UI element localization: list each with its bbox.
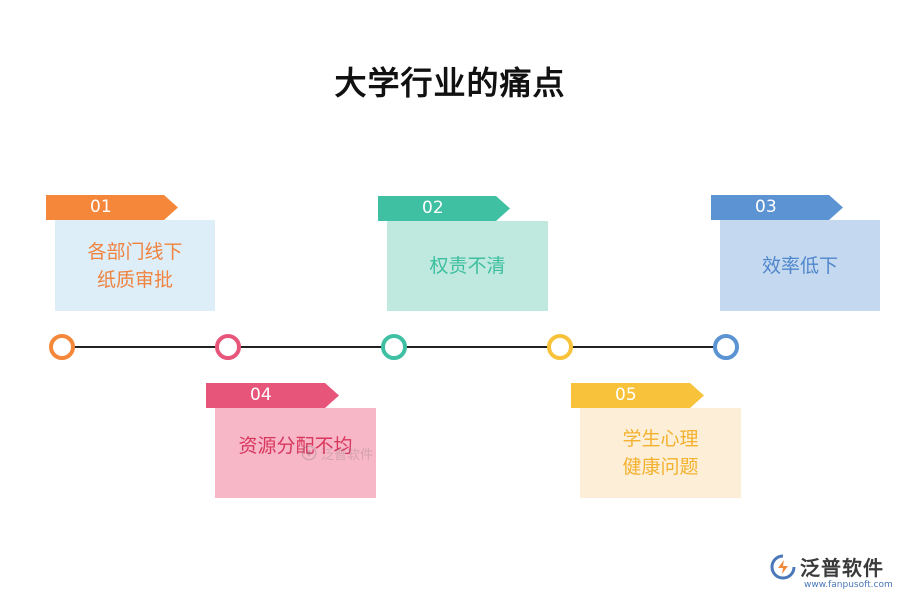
step-card-text: 效率低下: [761, 254, 838, 277]
step-card-text: 资源分配不均: [238, 435, 353, 457]
watermark-text: 泛普软件: [321, 447, 374, 463]
fanpu-logo-icon: [770, 554, 796, 579]
brand-url: www.fanpusoft.com: [804, 580, 893, 590]
step-tag-04: 04: [206, 383, 339, 408]
step-tag-03: 03: [711, 195, 843, 220]
step-tag-05: 05: [571, 383, 704, 408]
watermark: 泛普软件: [300, 442, 384, 464]
diagram-title: 大学行业的痛点: [334, 64, 566, 102]
step-tag-02: 02: [378, 196, 510, 221]
step-card-03: 效率低下: [720, 220, 880, 311]
timeline-node-1: [49, 334, 75, 360]
timeline-node-2: [215, 334, 241, 360]
timeline-node-5: [713, 334, 739, 360]
brand-logo: 泛普软件: [770, 552, 884, 581]
fanpu-logo-icon: [301, 445, 317, 461]
step-card-05: 学生心理 健康问题: [580, 408, 741, 498]
step-card-text: 各部门线下: [87, 240, 183, 263]
step-card-text: 健康问题: [622, 456, 699, 478]
step-card-text: 权责不清: [429, 255, 506, 277]
step-card-text: 纸质审批: [96, 268, 173, 291]
step-card-04: 资源分配不均: [215, 408, 376, 498]
step-card-01: 各部门线下 纸质审批: [55, 220, 215, 311]
step-tag-01: 01: [46, 195, 178, 220]
timeline-node-3: [381, 334, 407, 360]
brand-name: 泛普软件: [800, 556, 884, 580]
timeline-node-4: [547, 334, 573, 360]
step-card-02: 权责不清: [387, 221, 548, 311]
step-card-text: 学生心理: [622, 428, 699, 450]
